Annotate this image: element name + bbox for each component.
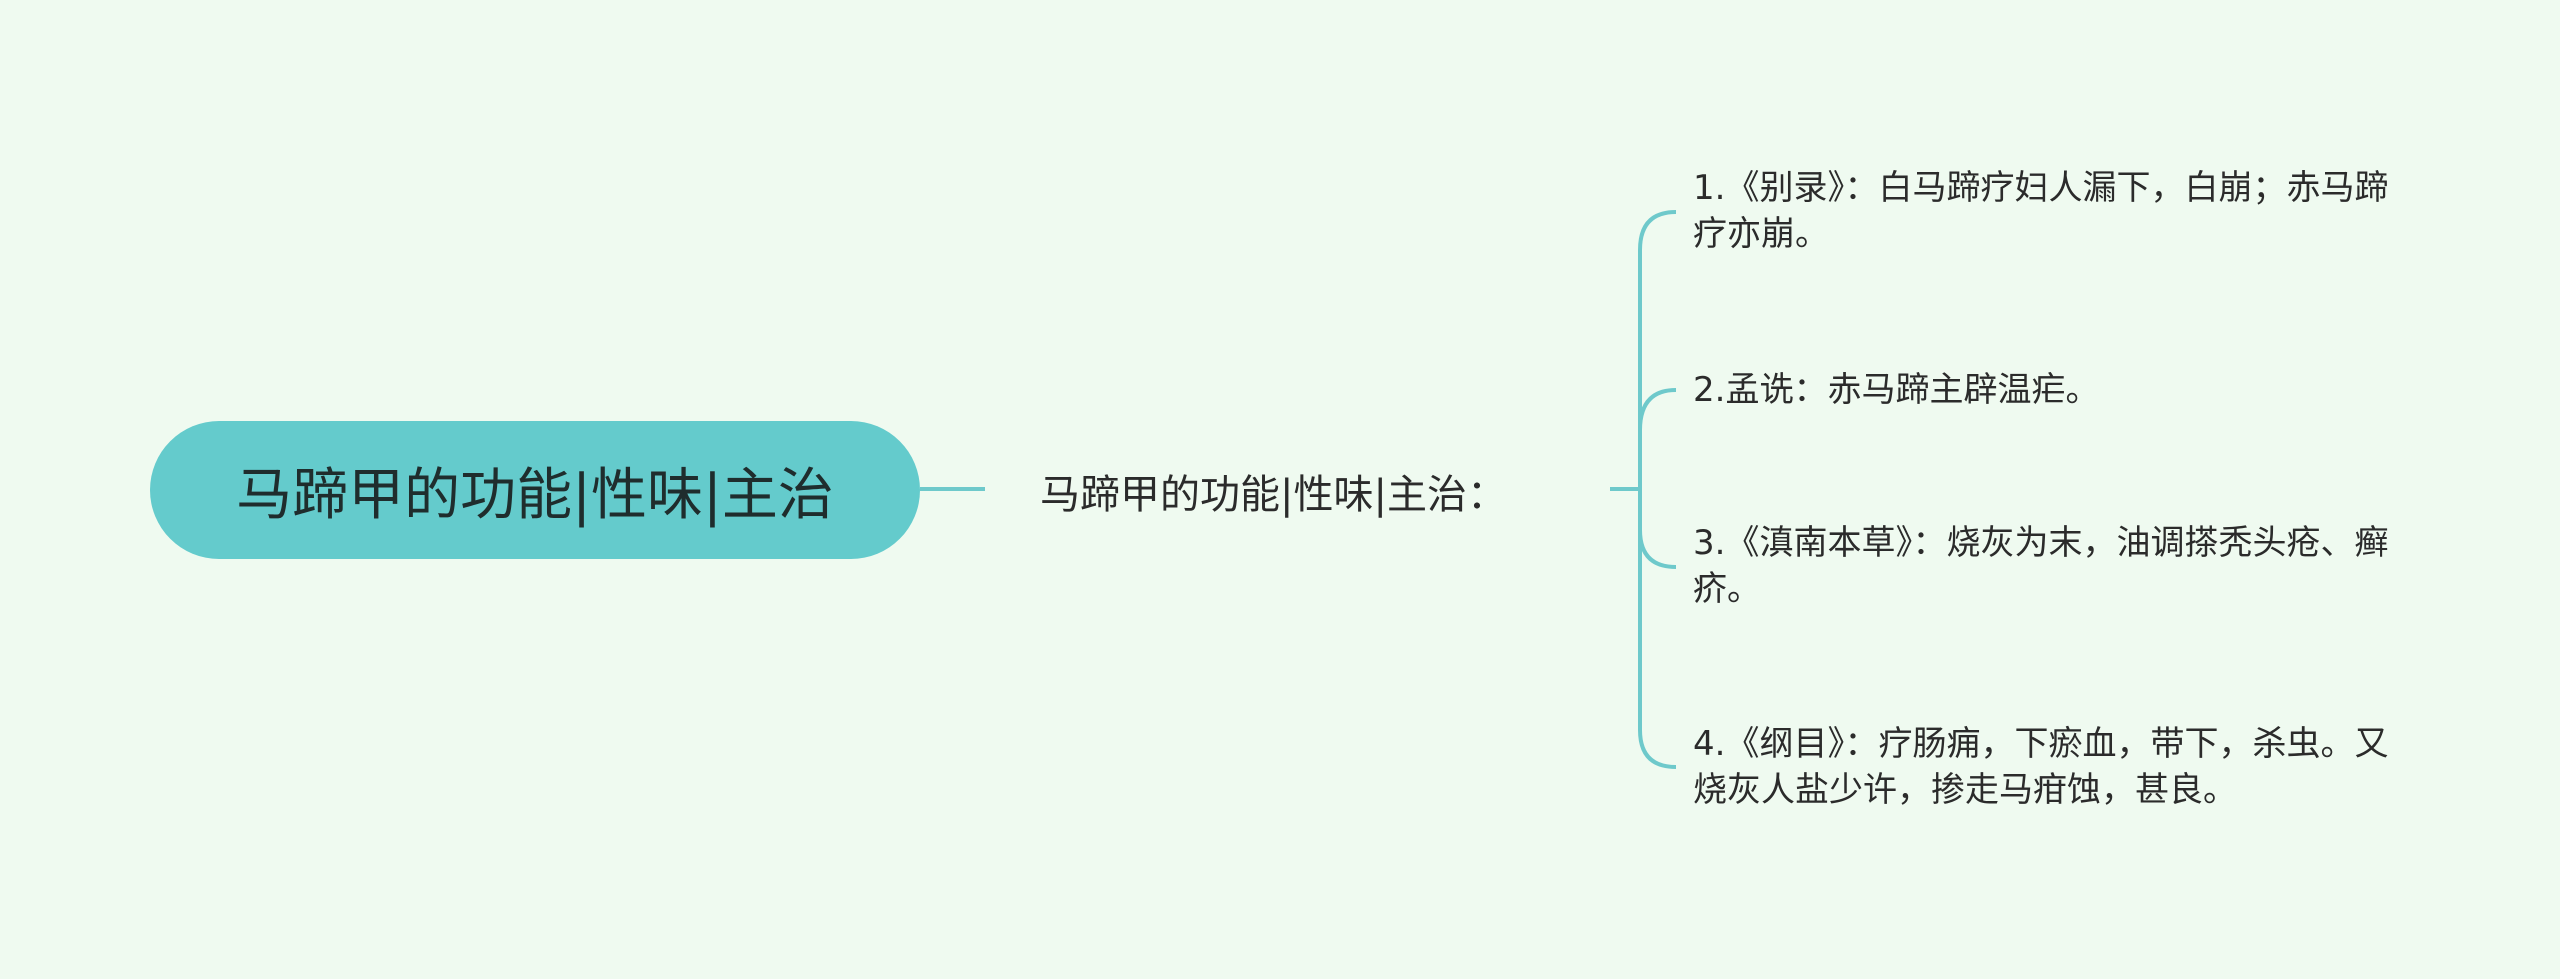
bracket-branch-2 [1638,388,1677,489]
bracket-branch-4 [1638,489,1677,769]
subtopic-label[interactable]: 马蹄甲的功能|性味|主治： [1040,472,1507,518]
leaf-item-diannan-bencao[interactable]: 3.《滇南本草》：烧灰为末，油调搽秃头疮、癣疥。 [1693,523,2389,609]
root-topic-label: 马蹄甲的功能|性味|主治 [236,462,834,528]
root-topic-node[interactable]: 马蹄甲的功能|性味|主治 [150,421,920,559]
bracket-branch-3 [1638,489,1677,569]
leaf-item-gangmu[interactable]: 4.《纲目》：疗肠痈，下瘀血，带下，杀虫。又烧灰人盐少许，掺走马疳蚀，甚良。 [1693,724,2389,810]
bracket-branch-1 [1638,210,1677,489]
leaf-item-mengshen[interactable]: 2.孟诜：赤马蹄主辟温疟。 [1693,370,2100,410]
leaf-item-bielu[interactable]: 1.《别录》：白马蹄疗妇人漏下，白崩；赤马蹄疗亦崩。 [1693,168,2389,254]
